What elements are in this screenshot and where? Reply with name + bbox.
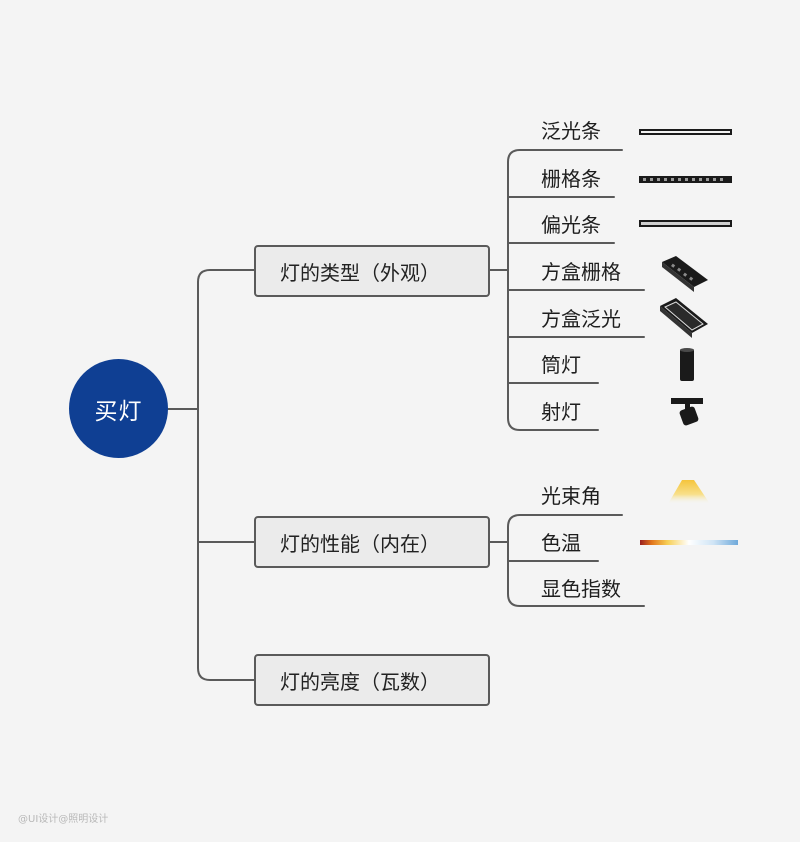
leaf-square-box-grille: 方盒栅格 (541, 260, 621, 284)
leaf-color-temperature: 色温 (541, 531, 581, 555)
category-label: 灯的亮度（瓦数） (280, 669, 440, 694)
leaf-flood-light-strip: 泛光条 (541, 119, 601, 143)
leaf-polarized-light-strip: 偏光条 (541, 213, 601, 237)
beam-angle-icon (668, 480, 710, 504)
color-temperature-gradient-icon (640, 540, 738, 545)
category-label: 灯的类型（外观） (280, 260, 440, 285)
root-node-label: 买灯 (94, 398, 143, 425)
grille-light-strip-icon (639, 176, 732, 183)
spotlight-icon (671, 398, 703, 426)
category-node-light-brightness: 灯的亮度（瓦数） (254, 654, 490, 706)
downlight-icon (680, 348, 694, 381)
square-box-grille-icon (662, 256, 708, 292)
category-node-light-performance: 灯的性能（内在） (254, 516, 490, 568)
category-label: 灯的性能（内在） (280, 531, 440, 556)
leaf-spotlight: 射灯 (541, 400, 581, 424)
category-node-light-type: 灯的类型（外观） (254, 245, 490, 297)
square-box-flood-icon (660, 298, 708, 338)
root-node-buy-light: 买灯 (69, 359, 168, 458)
flood-light-strip-icon (639, 129, 732, 135)
leaf-grille-light-strip: 栅格条 (541, 167, 601, 191)
leaf-beam-angle: 光束角 (541, 484, 601, 508)
polarized-light-strip-icon (639, 220, 732, 227)
watermark: @UI设计@照明设计 (18, 814, 109, 825)
leaf-color-rendering-index: 显色指数 (541, 577, 621, 601)
leaf-square-box-flood: 方盒泛光 (541, 307, 621, 331)
leaf-downlight: 筒灯 (541, 353, 581, 377)
